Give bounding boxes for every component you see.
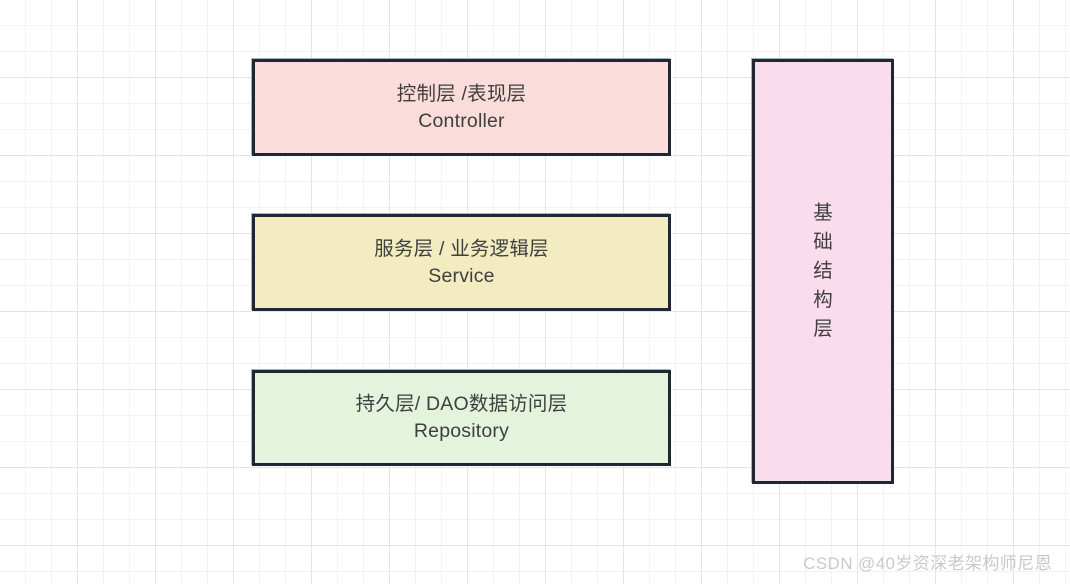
layer-box-infrastructure[interactable]: 基 础 结 构 层 bbox=[752, 59, 894, 484]
layer-box-repository[interactable]: 持久层/ DAO数据访问层 Repository bbox=[252, 370, 671, 466]
layer-box-controller[interactable]: 控制层 /表现层 Controller bbox=[252, 59, 671, 156]
watermark-text: CSDN @40岁资深老架构师尼恩 bbox=[803, 554, 1052, 573]
layer-label-controller: 控制层 /表现层 Controller bbox=[396, 82, 527, 132]
vertical-char: 构 bbox=[813, 289, 833, 311]
layer-label-service: 服务层 / 业务逻辑层 Service bbox=[374, 237, 549, 287]
vertical-char: 基 bbox=[813, 202, 833, 224]
vertical-char: 础 bbox=[813, 231, 833, 253]
layer-label-repository: 持久层/ DAO数据访问层 Repository bbox=[355, 393, 568, 442]
vertical-char: 结 bbox=[813, 260, 833, 282]
layer-label-infrastructure: 基 础 结 构 层 bbox=[813, 199, 833, 344]
vertical-char: 层 bbox=[813, 318, 833, 340]
layer-box-service[interactable]: 服务层 / 业务逻辑层 Service bbox=[252, 214, 671, 311]
